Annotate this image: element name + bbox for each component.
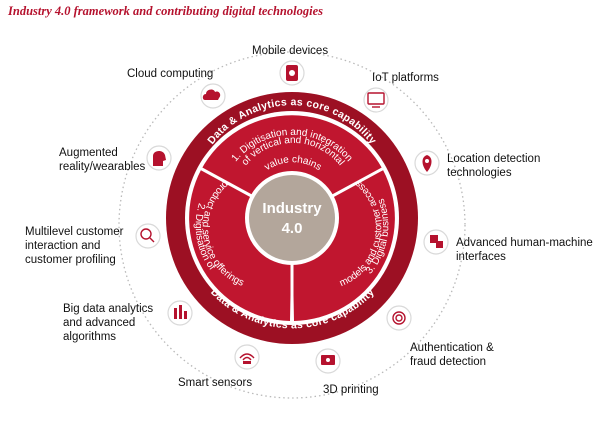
3d-printer-icon: [315, 348, 341, 374]
location-pin-icon: [414, 150, 440, 176]
dotted-orbit: [118, 51, 466, 399]
cloud-icon: [200, 83, 226, 109]
label-smart-sensors: Smart sensors: [178, 377, 253, 389]
label-customer-profiling: Multilevel customer interaction and cust…: [25, 226, 124, 266]
center-label-line2: 4.0: [282, 220, 303, 237]
center-label-line1: Industry: [262, 200, 322, 217]
label-cloud-computing: Cloud computing: [127, 68, 214, 80]
figure-title: Industry 4.0 framework and contributing …: [8, 4, 323, 18]
fingerprint-icon: [386, 305, 412, 331]
mobile-devices-icon: [279, 60, 305, 86]
label-3d-printing: 3D printing: [323, 384, 379, 396]
sensor-icon: [234, 344, 260, 370]
center-circle: [249, 175, 335, 261]
label-authentication: Authentication & fraud detection: [410, 342, 494, 368]
segment-group: [189, 115, 395, 322]
label-location-detection: Location detection technologies: [447, 153, 541, 179]
human-machine-icon: [423, 229, 449, 255]
label-big-data: Big data analytics and advanced algorith…: [63, 303, 154, 343]
customer-profile-icon: [135, 223, 161, 249]
iot-platform-icon: [363, 87, 389, 113]
data-analytics-icon: [167, 300, 193, 326]
label-human-machine-interfaces: Advanced human-machine interfaces: [456, 237, 593, 263]
head-wearable-icon: [146, 145, 172, 171]
label-augmented-reality: Augmented reality/wearables: [59, 147, 146, 173]
label-mobile-devices: Mobile devices: [252, 45, 329, 57]
label-iot-platforms: IoT platforms: [372, 72, 439, 84]
